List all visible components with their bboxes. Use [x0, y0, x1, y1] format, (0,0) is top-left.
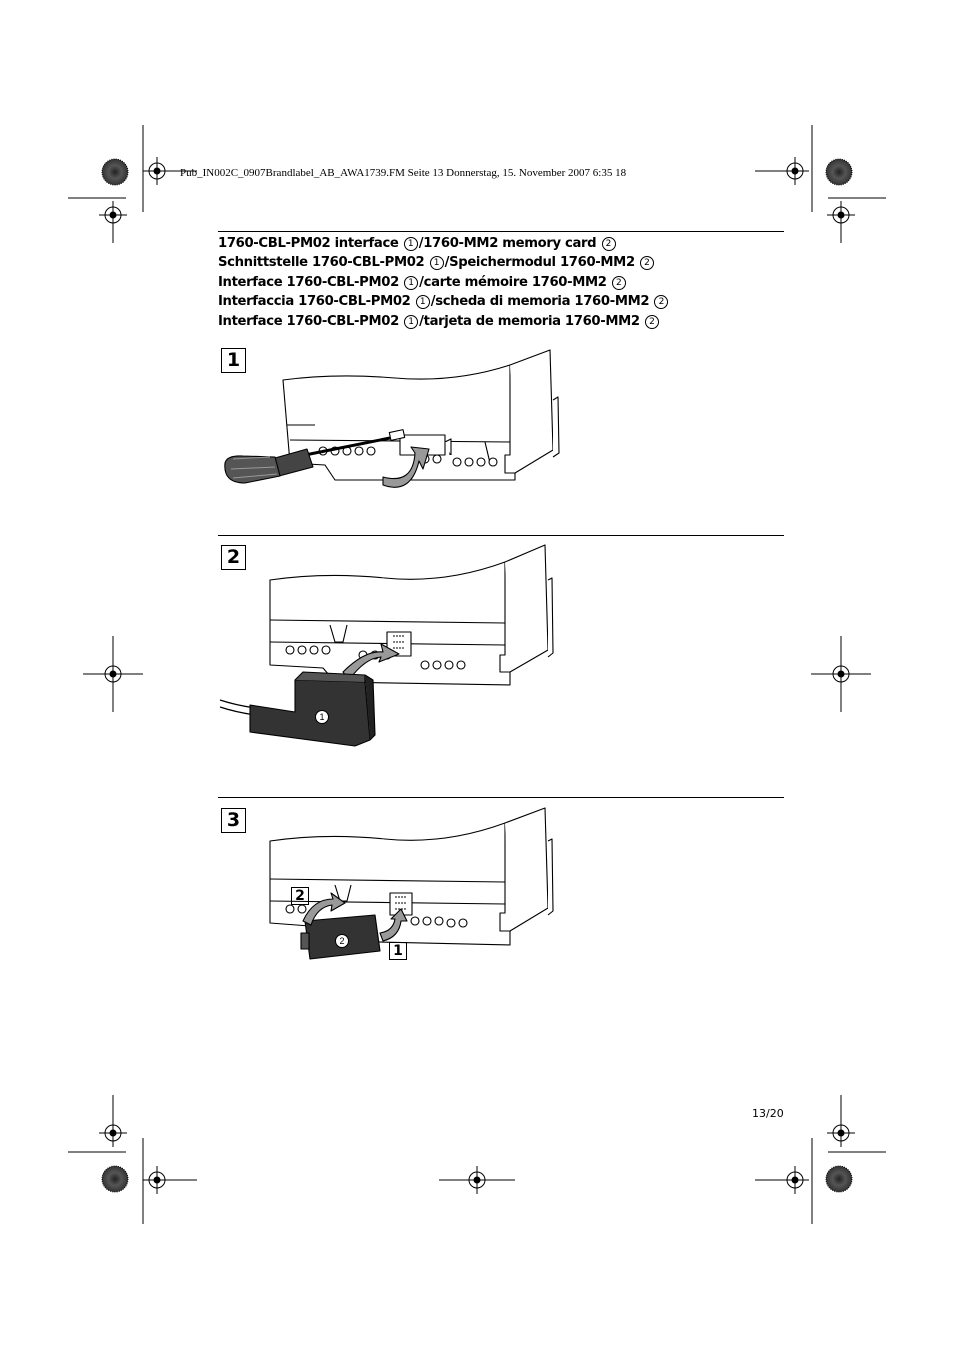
title-de: Schnittstelle 1760-CBL-PM02 1/Speichermo… — [218, 253, 669, 272]
callout-circle-1: 1 — [429, 256, 444, 271]
step-3-illustration — [269, 807, 554, 960]
callout-circle-2: 2 — [644, 314, 659, 329]
page-number: 13/20 — [752, 1107, 784, 1120]
sub-step-1-label: 1 — [389, 942, 407, 960]
title-en: 1760-CBL-PM02 interface 1/1760-MM2 memor… — [218, 234, 669, 253]
callout-circle-2: 2 — [654, 295, 669, 310]
sub-step-2-label: 2 — [291, 887, 309, 905]
callout-circle-2: 2 — [640, 256, 655, 271]
title-es: Interface 1760-CBL-PM02 1/tarjeta de mem… — [218, 312, 669, 331]
callout-circle-1: 1 — [404, 275, 419, 290]
callout-circle-1: 1 — [403, 237, 418, 251]
callout-circle-2: 2 — [601, 237, 616, 251]
step-2-illustration — [219, 544, 554, 747]
section-titles: 1760-CBL-PM02 interface 1/1760-MM2 memor… — [218, 234, 669, 331]
callout-circle-2: 2 — [335, 934, 349, 948]
callout-circle-2: 2 — [611, 275, 626, 290]
step-2-label: 2 — [221, 545, 246, 570]
step-3-label: 3 — [221, 808, 246, 833]
step-1-label: 1 — [221, 348, 246, 373]
print-header: Pub_IN002C_0907Brandlabel_AB_AWA1739.FM … — [180, 167, 627, 179]
title-fr: Interface 1760-CBL-PM02 1/carte mémoire … — [218, 273, 669, 292]
title-rule — [218, 231, 784, 232]
separator-rule — [218, 535, 784, 536]
separator-rule — [218, 797, 784, 798]
callout-circle-1: 1 — [415, 295, 430, 310]
title-it: Interfaccia 1760-CBL-PM02 1/scheda di me… — [218, 292, 669, 311]
callout-circle-1: 1 — [404, 314, 419, 329]
step-1-illustration — [224, 349, 560, 488]
callout-circle-1: 1 — [315, 710, 329, 724]
